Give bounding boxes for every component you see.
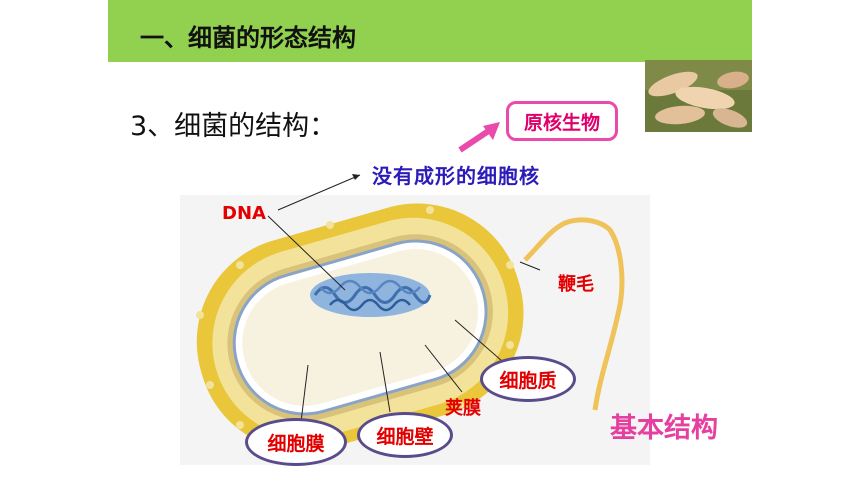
cell-wall-oval: 细胞壁: [357, 412, 453, 458]
dna-shape: [310, 273, 432, 317]
bacteria-diagram: [180, 195, 650, 465]
flagellum-label: 鞭毛: [558, 274, 594, 295]
prokaryote-tag: 原核生物: [506, 101, 618, 141]
cell-membrane-oval: 细胞膜: [245, 418, 347, 466]
cytoplasm-oval: 细胞质: [480, 356, 576, 402]
slide-title: 一、细菌的形态结构: [140, 24, 356, 52]
flagellum-shape: [523, 217, 625, 411]
cell-membrane-label: 细胞膜: [267, 432, 325, 455]
basic-structure-label: 基本结构: [610, 413, 718, 444]
dna-label: DNA: [222, 203, 266, 224]
section-subtitle: 3、细菌的结构：: [130, 111, 337, 142]
cytoplasm-label: 细胞质: [499, 369, 557, 392]
prokaryote-tag-label: 原核生物: [523, 111, 600, 134]
bacteria-photo: [645, 60, 752, 132]
cell-wall-label: 细胞壁: [376, 425, 434, 448]
header-bar: [108, 0, 752, 62]
capsule-label: 荚膜: [445, 398, 481, 419]
no-nucleus-note: 没有成形的细胞核: [372, 164, 540, 188]
